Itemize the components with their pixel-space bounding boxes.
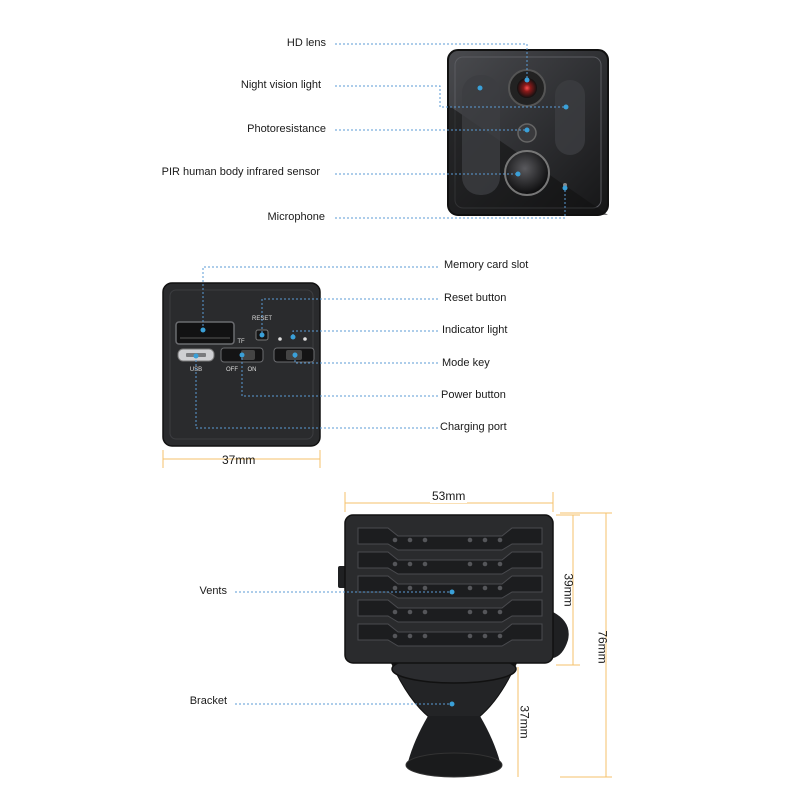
- leader-reset: [261, 298, 438, 334]
- vent-hole: [422, 537, 428, 543]
- label-vents: Vents: [199, 585, 227, 597]
- vent-hole: [467, 633, 473, 639]
- label-night-vision-light: Night vision light: [240, 79, 321, 91]
- label-microphone: Microphone: [267, 211, 325, 223]
- vent-hole: [482, 633, 488, 639]
- vent-hole: [392, 609, 398, 615]
- pir-sensor: [504, 150, 550, 196]
- side-width-label: 53mm: [430, 489, 468, 503]
- indicator-led: [278, 337, 282, 341]
- vent-hole: [497, 633, 503, 639]
- body-height-label: 39mm: [561, 573, 576, 607]
- tf-panel-label: TF: [237, 339, 245, 345]
- leader-hd-lens: [335, 43, 528, 80]
- callout-dot: [193, 353, 199, 359]
- callout-dot: [563, 104, 569, 110]
- callout-dot: [200, 327, 206, 333]
- night-vision-panel-right: [555, 80, 585, 155]
- callout-dot: [239, 352, 245, 358]
- vent-hole: [407, 585, 413, 591]
- vent-hole: [467, 585, 473, 591]
- label-charging-port: Charging port: [440, 421, 507, 433]
- bracket-height-label: 37mm: [517, 705, 532, 739]
- vent-slot: [357, 599, 543, 623]
- callout-dot: [449, 589, 455, 595]
- leader-charging: [195, 356, 438, 429]
- vent-hole: [482, 585, 488, 591]
- callout-dot: [515, 171, 521, 177]
- label-power-button: Power button: [441, 389, 506, 401]
- memory-card-slot: [175, 321, 235, 345]
- vent-hole: [407, 633, 413, 639]
- vent-hole: [482, 609, 488, 615]
- vent-hole: [407, 609, 413, 615]
- leader-memory-card: [202, 266, 438, 330]
- off-panel-label: OFF: [226, 367, 238, 373]
- label-memory-card-slot: Memory card slot: [444, 259, 529, 271]
- bracket-base: [408, 716, 500, 762]
- front-callout-dots: [477, 77, 569, 191]
- vent-hole: [392, 537, 398, 543]
- vent-hole: [422, 561, 428, 567]
- night-vision-panel-left: [462, 75, 500, 195]
- vent-hole: [422, 633, 428, 639]
- vent-hole: [482, 537, 488, 543]
- label-pir-sensor: PIR human body infrared sensor: [161, 166, 320, 178]
- leader-power: [241, 355, 438, 397]
- vent-hole: [497, 609, 503, 615]
- vent-hole: [407, 537, 413, 543]
- vent-hole: [392, 633, 398, 639]
- vent-hole: [392, 561, 398, 567]
- vent-hole: [467, 609, 473, 615]
- label-bracket: Bracket: [189, 695, 227, 707]
- front-view: [447, 49, 609, 216]
- on-panel-label: ON: [248, 367, 257, 373]
- back-camera-body: [162, 282, 321, 447]
- callout-dot: [292, 352, 298, 358]
- label-reset-button: Reset button: [444, 292, 507, 304]
- callout-dot: [449, 701, 455, 707]
- vent-hole: [392, 585, 398, 591]
- vent-hole: [422, 585, 428, 591]
- callout-dot: [562, 185, 568, 191]
- leader-night-vision: [335, 85, 566, 108]
- vent-slot: [357, 551, 543, 575]
- vent-hole: [467, 561, 473, 567]
- vent-hole: [497, 561, 503, 567]
- callout-dot: [259, 332, 265, 338]
- vent-slot: [357, 623, 543, 647]
- vent-hole: [482, 561, 488, 567]
- callout-dot: [524, 77, 530, 83]
- back-callout-dots: [193, 327, 298, 359]
- vent-grille: [357, 527, 543, 647]
- label-indicator-light: Indicator light: [442, 324, 508, 336]
- side-dimensions: [344, 492, 612, 778]
- photoresistance-sensor: [517, 123, 537, 143]
- label-mode-key: Mode key: [442, 357, 490, 369]
- vent-hole: [422, 609, 428, 615]
- vent-hole: [497, 537, 503, 543]
- side-leader-lines: [235, 591, 452, 705]
- vent-hole: [467, 537, 473, 543]
- label-photoresistance: Photoresistance: [247, 123, 326, 135]
- callout-dot: [524, 127, 530, 133]
- side-view: [338, 514, 569, 778]
- callout-dot: [290, 334, 296, 340]
- bracket-foot: [405, 752, 503, 778]
- leader-mode: [294, 355, 438, 364]
- back-view: RESET TF USB OFF ON: [162, 282, 321, 447]
- side-callout-dots: [449, 589, 455, 707]
- vent-slot: [357, 527, 543, 551]
- back-width-dimension: [162, 450, 321, 468]
- vent-hole: [497, 585, 503, 591]
- vent-hole: [407, 561, 413, 567]
- label-hd-lens: HD lens: [286, 37, 326, 49]
- back-width-label: 37mm: [222, 453, 256, 467]
- leader-microphone: [335, 188, 566, 219]
- callout-dot: [477, 85, 483, 91]
- total-height-label: 76mm: [595, 630, 610, 664]
